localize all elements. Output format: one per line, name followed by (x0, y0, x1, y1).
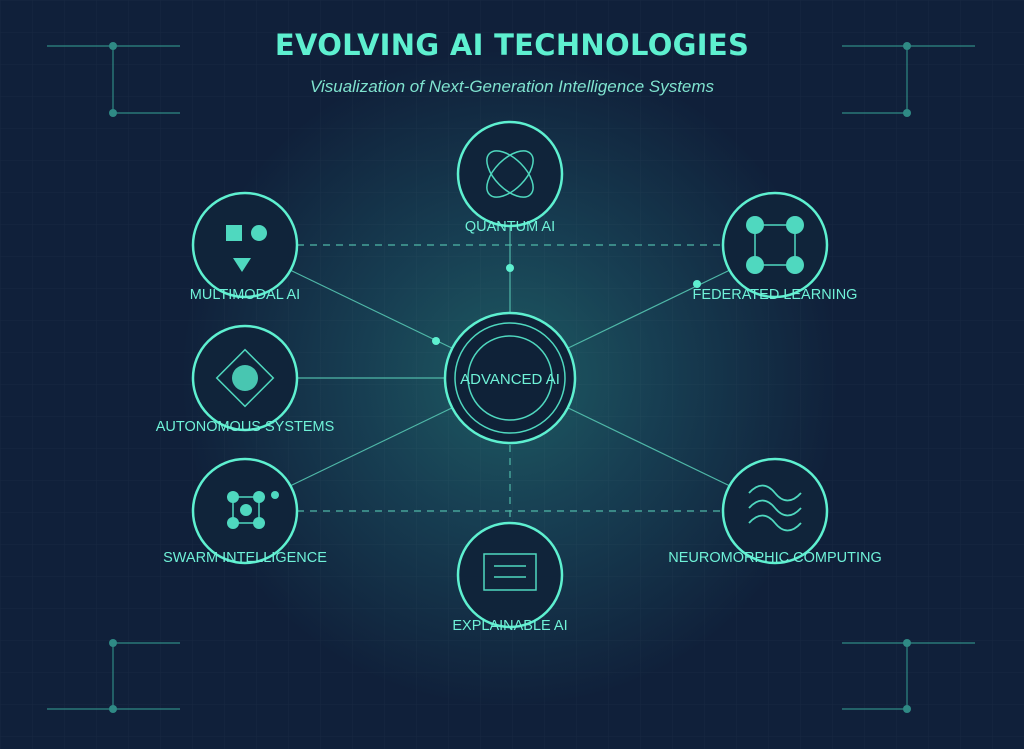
corner-top-left (47, 42, 180, 117)
corner-bottom-left (47, 639, 180, 713)
node-label-autonomous-systems: AUTONOMOUS SYSTEMS (156, 419, 335, 435)
link-swarm (289, 404, 459, 487)
node-label-advanced-ai: ADVANCED AI (460, 371, 560, 388)
node-quantum-ai[interactable]: QUANTUM AI (456, 120, 564, 235)
diamond-dot-icon (215, 348, 275, 408)
pulse-dot (506, 264, 514, 272)
corner-decorations (47, 42, 975, 713)
node-label-explainable-ai: EXPLAINABLE AI (452, 618, 567, 634)
network-square-icon (746, 216, 804, 274)
pulse-dot (693, 280, 701, 288)
page-title: EVOLVING AI TECHNOLOGIES (274, 28, 750, 62)
document-icon (483, 553, 537, 591)
node-label-swarm-intelligence: SWARM INTELLIGENCE (163, 550, 327, 566)
node-federated-learning[interactable]: FEDERATED LEARNING (693, 191, 858, 303)
node-autonomous-systems[interactable]: AUTONOMOUS SYSTEMS (156, 324, 335, 435)
node-label-quantum-ai: QUANTUM AI (465, 219, 555, 235)
corner-bottom-right (842, 639, 975, 713)
pulse-dots (432, 264, 701, 345)
node-label-federated-learning: FEDERATED LEARNING (693, 287, 858, 303)
pulse-dot (432, 337, 440, 345)
orbit-icon (486, 150, 534, 198)
waves-icon (748, 484, 802, 532)
node-explainable-ai[interactable]: EXPLAINABLE AI (452, 521, 568, 634)
node-advanced-ai[interactable]: ADVANCED AI (443, 311, 577, 445)
link-federated (561, 269, 731, 352)
node-multimodal-ai[interactable]: MULTIMODAL AI (190, 191, 300, 303)
corner-top-right (842, 42, 975, 117)
node-label-neuromorphic-computing: NEUROMORPHIC COMPUTING (668, 550, 881, 566)
node-neuromorphic-computing[interactable]: NEUROMORPHIC COMPUTING (668, 457, 882, 566)
node-swarm-intelligence[interactable]: SWARM INTELLIGENCE (163, 457, 327, 566)
node-label-multimodal-ai: MULTIMODAL AI (190, 287, 300, 303)
swarm-icon (227, 491, 279, 529)
shapes-icon (226, 225, 267, 272)
link-neuromorphic (561, 404, 731, 487)
solid-connections (289, 225, 731, 487)
page-subtitle: Visualization of Next-Generation Intelli… (309, 77, 715, 96)
link-multimodal (289, 269, 459, 352)
